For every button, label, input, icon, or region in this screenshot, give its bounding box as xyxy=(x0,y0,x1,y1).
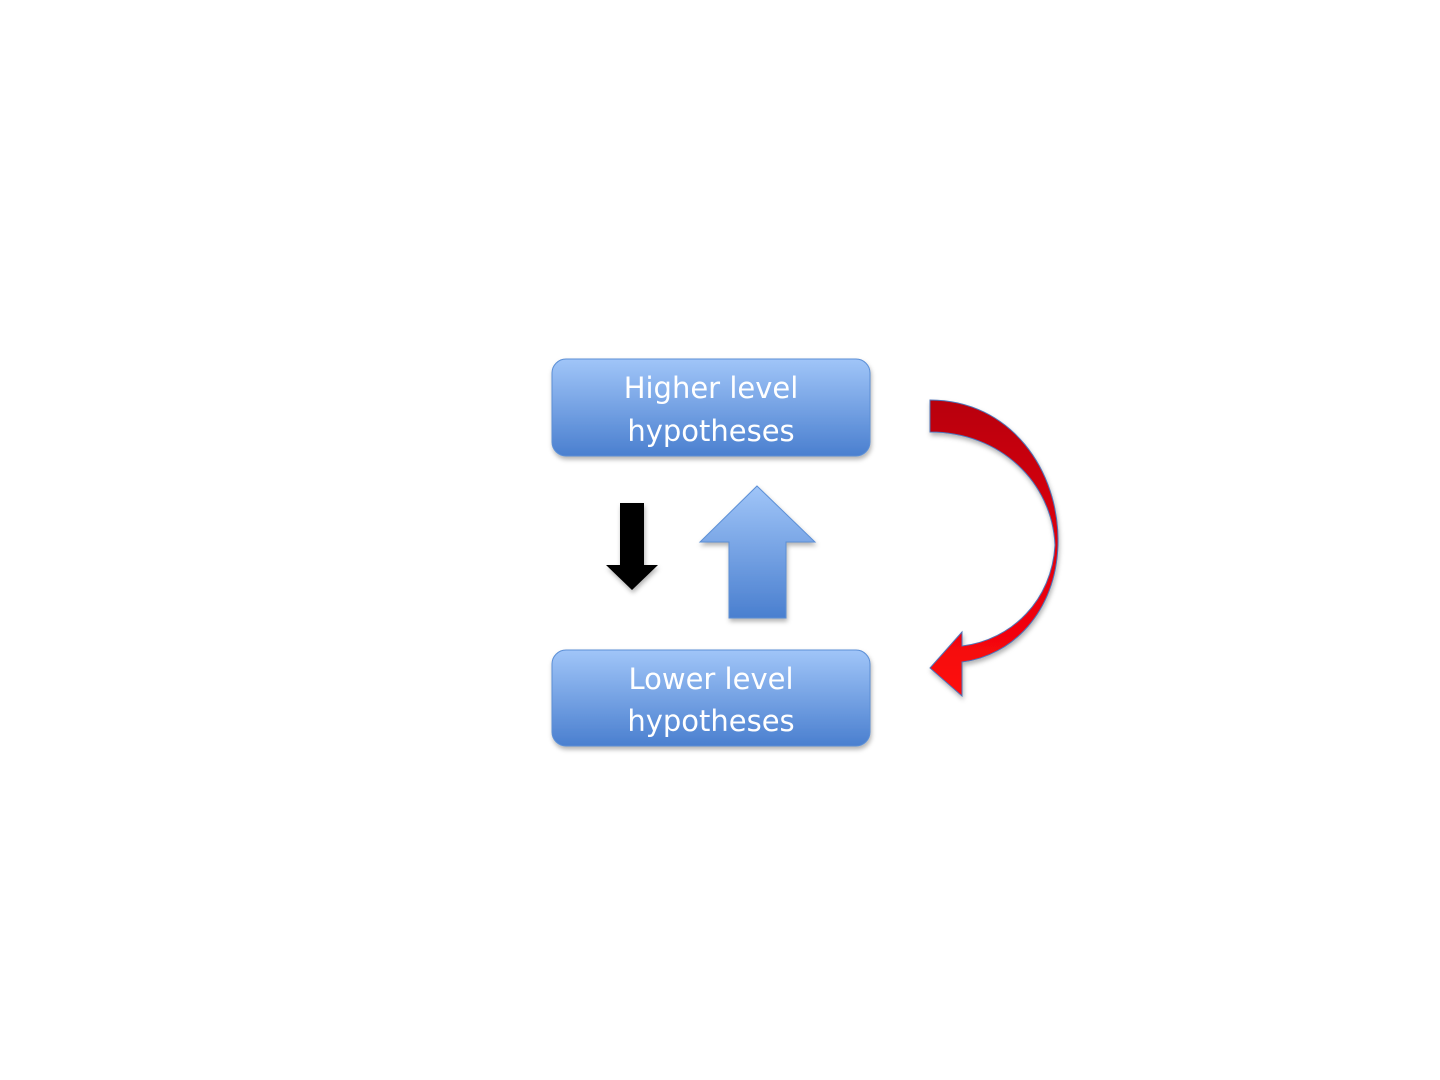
higher-box-line2: hypotheses xyxy=(627,414,794,448)
higher-box-line1: Higher level xyxy=(624,371,799,405)
down-arrow-icon xyxy=(606,503,658,590)
lower-level-box: Lower level hypotheses xyxy=(551,649,871,747)
up-arrow-icon xyxy=(698,485,817,619)
lower-box-line1: Lower level xyxy=(628,662,793,696)
curved-red-arrow-icon xyxy=(929,399,1059,698)
lower-box-line2: hypotheses xyxy=(627,704,794,738)
higher-level-box: Higher level hypotheses xyxy=(551,358,871,457)
